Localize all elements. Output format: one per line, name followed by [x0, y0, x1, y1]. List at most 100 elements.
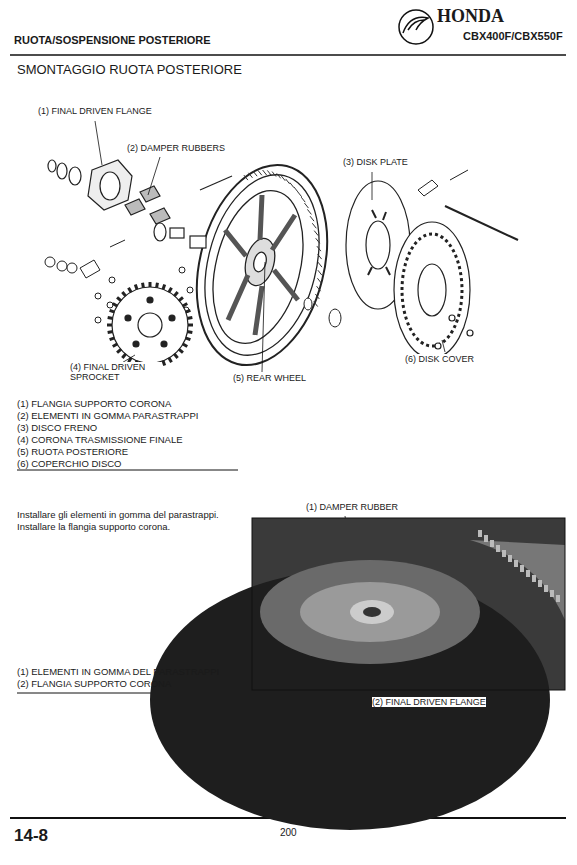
disk-cover-part: [435, 343, 441, 349]
rear-wheel-part-part: [272, 172, 276, 177]
rear-wheel-part-part: [310, 216, 314, 221]
page-rules-part: [10, 54, 566, 56]
rear-wheel-part-part: [304, 203, 308, 208]
small-parts-part: [95, 317, 101, 323]
rear-wheel-part-part: [317, 278, 321, 283]
rear-wheel-part: [252, 251, 268, 273]
honda-logo-part: [403, 17, 428, 33]
rear-wheel-part-part: [314, 302, 318, 307]
photo-part-part: [478, 530, 482, 537]
final-driven-sprocket-part-part: [147, 297, 153, 303]
final-driven-sprocket-part: [107, 282, 193, 368]
rear-wheel-part-part: [294, 187, 298, 192]
rear-wheel-part-part: [317, 286, 321, 291]
small-parts-part: [80, 260, 100, 278]
rear-wheel-part-part: [315, 294, 319, 299]
photo-part-part: [544, 585, 548, 592]
disk-cover-part: [418, 264, 446, 316]
final-driven-sprocket-part: [112, 287, 188, 363]
rear-wheel-part-part: [301, 197, 305, 202]
section-title: SMONTAGGIO RUOTA POSTERIORE: [17, 63, 242, 78]
honda-logo-part: [399, 10, 433, 44]
photo-part-part: [514, 560, 518, 567]
rear-wheel-part-part: [318, 254, 322, 259]
damper-rubbers-part: [125, 199, 145, 215]
leader-lines-part: [262, 262, 265, 372]
legend-line: (2) ELEMENTI IN GOMMA PARASTRAPPI: [17, 411, 198, 422]
final-driven-flange-part: [88, 160, 132, 210]
page-number: 14-8: [14, 826, 48, 846]
small-parts-part: [329, 309, 341, 327]
legend-line: (4) CORONA TRASMISSIONE FINALE: [17, 435, 183, 446]
legend-line: (5) RUOTA POSTERIORE: [17, 447, 128, 458]
photo-part-part: [496, 545, 500, 552]
leader-lines-part: [148, 157, 160, 195]
damper-rubbers-part: [200, 176, 232, 190]
disk-cover-part: [467, 330, 473, 336]
disk-plate-part: [368, 210, 390, 275]
final-driven-flange-part: [57, 163, 67, 179]
legend-line: (2) FLANGIA SUPPORTO CORONA: [17, 679, 171, 690]
damper-rubbers: [125, 176, 232, 248]
small-parts-part: [450, 170, 468, 180]
leader-lines-part: [372, 172, 373, 200]
part-label: (1) FINAL DRIVEN FLANGE: [38, 106, 152, 116]
final-driven-sprocket-part: [138, 313, 162, 337]
small-parts-part: [45, 257, 55, 267]
photo-label: (1) DAMPER RUBBER: [306, 502, 398, 512]
final-driven-flange: [48, 160, 132, 210]
final-driven-sprocket: [107, 282, 193, 368]
rear-wheel-part-part: [307, 209, 311, 214]
final-driven-sprocket-part-part: [169, 315, 175, 321]
leader-lines-part: [95, 121, 102, 165]
photo-part: [350, 600, 394, 624]
disk-cover-part: [394, 222, 470, 358]
photo-part: [363, 607, 381, 617]
small-parts-part: [110, 240, 125, 247]
photo-label: (2) FINAL DRIVEN FLANGE: [372, 697, 486, 707]
rear-wheel-part-part: [244, 175, 248, 180]
rear-wheel-part: [187, 163, 336, 368]
rear-wheel-part-part: [312, 223, 316, 228]
final-driven-flange-part: [100, 172, 120, 200]
disk-cover: [394, 222, 473, 358]
small-parts-part: [57, 261, 67, 271]
rear-wheel-part-part: [316, 238, 320, 243]
rear-wheel-part-part: [314, 231, 318, 236]
part-label: (5) REAR WHEEL: [233, 373, 306, 383]
photo-part-part: [520, 565, 524, 572]
photo-part-part: [538, 580, 542, 587]
rear-wheel-part-part: [318, 262, 322, 267]
rear-wheel: [177, 151, 347, 379]
rear-wheel-part-part: [317, 246, 321, 251]
photo-part: [260, 560, 480, 664]
photo-part: [478, 530, 560, 602]
photo-part-part: [550, 590, 554, 597]
brand-name: HONDA: [437, 6, 504, 27]
final-driven-flange-part: [48, 160, 56, 172]
rear-wheel-part-part: [290, 183, 294, 188]
small-parts-part: [445, 206, 518, 240]
rear-wheel-part-part: [318, 270, 322, 275]
photo-part: [300, 582, 440, 642]
instruction: Installare gli elementi in gomma del par…: [17, 510, 219, 521]
leader-lines-part: [442, 340, 445, 352]
small-parts-part: [107, 302, 113, 308]
part-label: (6) DISK COVER: [405, 354, 474, 364]
rear-wheel-part-part: [298, 192, 302, 197]
legend-line: (1) ELEMENTI IN GOMMA DEL PARASTRAPPI: [17, 667, 219, 678]
legend-line: (3) DISCO FRENO: [17, 423, 97, 434]
small-parts-part: [109, 277, 115, 283]
photo-part-part: [484, 535, 488, 542]
rear-wheel-part: [225, 195, 298, 335]
small-parts-part: [179, 267, 185, 273]
damper-rubbers-part: [150, 208, 170, 224]
part-label: (2) DAMPER RUBBERS: [127, 143, 225, 153]
photo-part-part: [508, 555, 512, 562]
rear-wheel-part-part: [253, 171, 257, 176]
photo-part: [252, 518, 565, 690]
rear-wheel-part-part: [258, 170, 262, 175]
rear-wheel-part-part: [263, 170, 267, 175]
legend-line: (1) FLANGIA SUPPORTO CORONA: [17, 399, 171, 410]
rear-wheel-part-part: [267, 170, 271, 175]
